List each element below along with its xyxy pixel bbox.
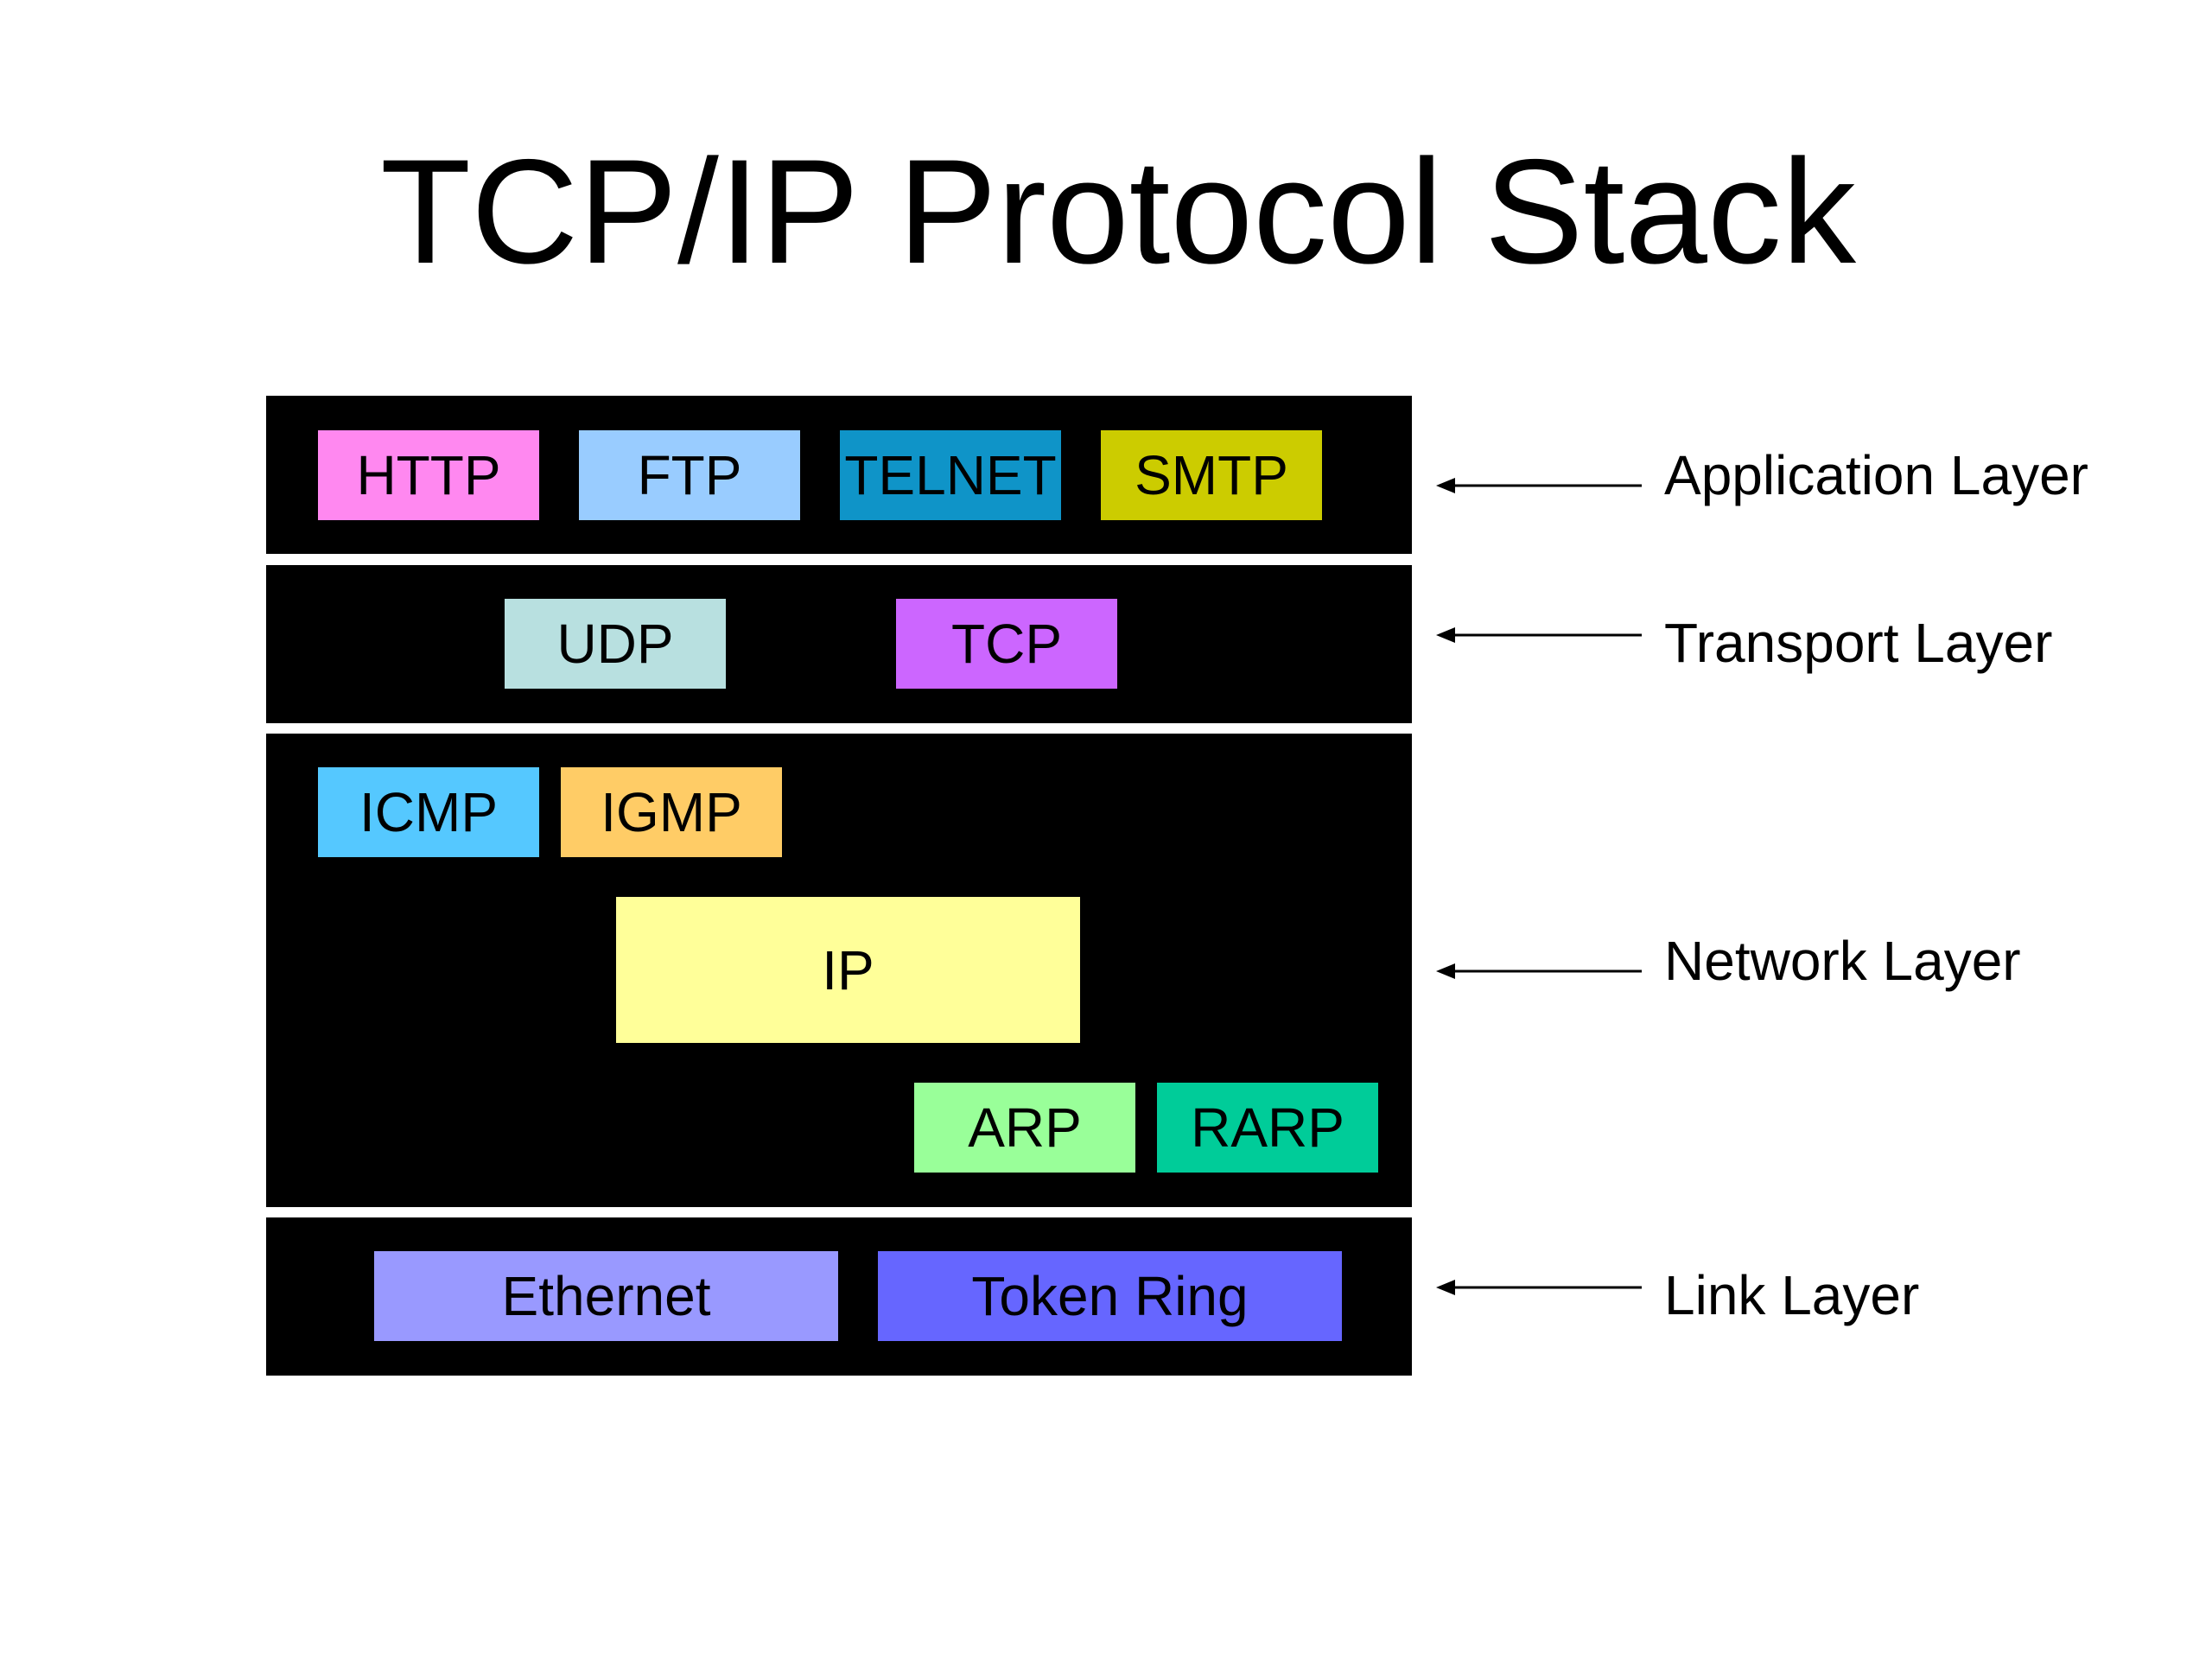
protocol-label-ip: IP <box>822 938 874 1001</box>
protocol-box-rarp: RARP <box>1157 1083 1378 1173</box>
protocol-label-igmp: IGMP <box>601 781 742 843</box>
protocol-label-ethernet: Ethernet <box>501 1265 711 1327</box>
protocol-box-telnet: TELNET <box>840 430 1061 520</box>
protocol-box-icmp: ICMP <box>318 767 539 857</box>
transport-layer-arrow <box>1436 627 1642 643</box>
link-layer-arrow <box>1436 1280 1642 1295</box>
protocol-label-arp: ARP <box>968 1096 1082 1159</box>
transport-layer-label: Transport Layer <box>1664 612 2053 674</box>
protocol-label-udp: UDP <box>556 613 674 675</box>
protocol-box-http: HTTP <box>318 430 539 520</box>
protocol-label-tcp: TCP <box>951 613 1062 675</box>
application-layer-arrow <box>1436 478 1642 493</box>
protocol-box-arp: ARP <box>914 1083 1135 1173</box>
protocol-label-smtp: SMTP <box>1135 444 1288 506</box>
transport-layer-band <box>266 565 1412 723</box>
network-layer-label: Network Layer <box>1664 930 2021 992</box>
protocol-box-igmp: IGMP <box>561 767 782 857</box>
protocol-box-token-ring: Token Ring <box>878 1251 1342 1341</box>
protocol-label-http: HTTP <box>356 444 501 506</box>
network-layer-arrow <box>1436 963 1642 979</box>
protocol-label-token-ring: Token Ring <box>971 1265 1249 1327</box>
protocol-label-icmp: ICMP <box>359 781 498 843</box>
protocol-box-udp: UDP <box>505 599 726 689</box>
protocol-box-tcp: TCP <box>896 599 1117 689</box>
page-title: TCP/IP Protocol Stack <box>380 129 1856 295</box>
protocol-box-smtp: SMTP <box>1101 430 1322 520</box>
protocol-box-ethernet: Ethernet <box>374 1251 838 1341</box>
protocol-label-ftp: FTP <box>637 444 742 506</box>
protocol-box-ftp: FTP <box>579 430 800 520</box>
protocol-label-telnet: TELNET <box>844 444 1057 506</box>
protocol-box-ip: IP <box>616 897 1080 1043</box>
protocol-label-rarp: RARP <box>1191 1096 1344 1159</box>
application-layer-label: Application Layer <box>1664 444 2088 506</box>
link-layer-label: Link Layer <box>1664 1264 1920 1326</box>
